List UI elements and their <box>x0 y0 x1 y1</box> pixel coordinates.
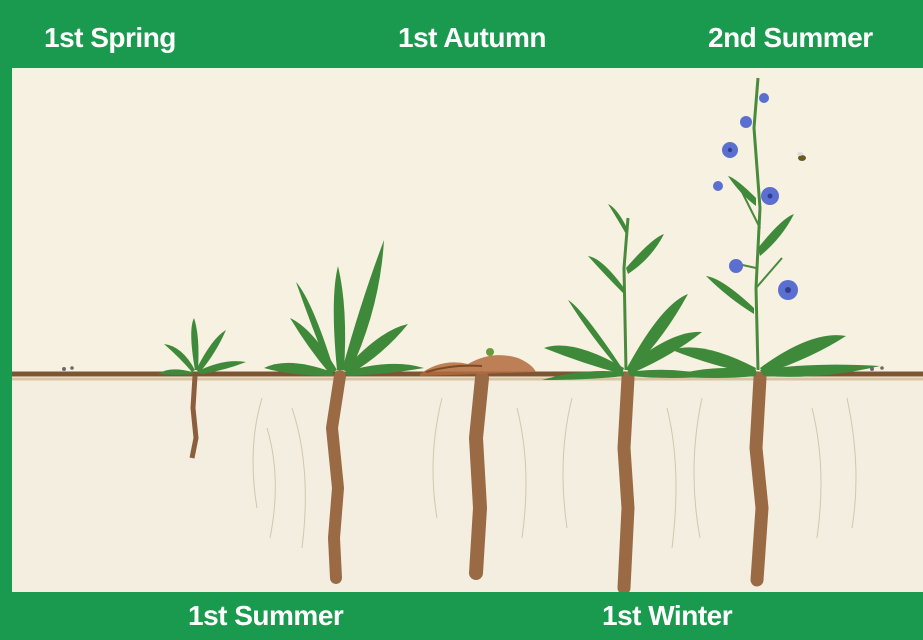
plant-growth-illustration <box>12 68 923 592</box>
bottom-banner: 1st Summer 1st Winter <box>0 592 923 640</box>
label-1st-spring: 1st Spring <box>44 22 176 54</box>
label-2nd-summer: 2nd Summer <box>708 22 873 54</box>
label-1st-autumn: 1st Autumn <box>398 22 546 54</box>
top-banner: 1st Spring 1st Autumn 2nd Summer <box>0 0 923 68</box>
label-1st-summer: 1st Summer <box>188 600 343 632</box>
label-1st-winter: 1st Winter <box>602 600 732 632</box>
